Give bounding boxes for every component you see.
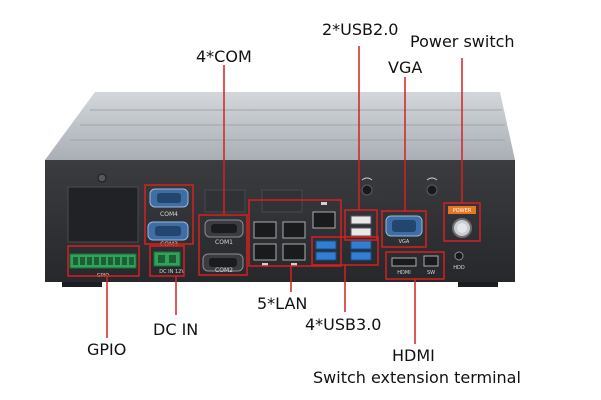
hdd-panel-text: HDD	[453, 265, 465, 271]
com4-port	[149, 188, 189, 208]
com1-port	[204, 219, 244, 238]
com-callout-box-1	[144, 184, 194, 245]
wifi-antenna-icon	[361, 177, 438, 196]
hdmi-panel-text: HDMI	[397, 270, 410, 276]
power-button-icon	[452, 218, 472, 238]
power-badge	[448, 206, 476, 214]
chassis-foot-left	[62, 282, 102, 287]
heatsink-fins	[70, 109, 505, 141]
gpio-terminal-block	[69, 253, 137, 269]
dc-in-label: DC IN	[153, 320, 199, 339]
com2-text: COM2	[215, 267, 233, 274]
network-icon	[262, 202, 327, 266]
lan-label: 5*LAN	[257, 294, 308, 313]
gpio-label: GPIO	[87, 340, 127, 359]
lan-callout-box	[248, 199, 342, 267]
lan-ports	[253, 211, 336, 261]
com1-text: COM1	[215, 239, 233, 246]
vga-label: VGA	[388, 58, 423, 77]
com-label: 4*COM	[196, 47, 252, 66]
power-switch-label: Power switch	[410, 32, 515, 51]
chassis-top-heatsink	[45, 92, 515, 160]
usb2-label: 2*USB2.0	[322, 20, 399, 39]
callout-markers	[67, 46, 481, 344]
hdd-led	[454, 251, 464, 261]
gpio-callout-box	[67, 245, 140, 277]
vga-panel-text: VGA	[399, 239, 410, 245]
blank-expansion-plate	[67, 186, 139, 243]
switch-extension-label: Switch extension terminal	[313, 368, 521, 387]
com-callout-box-2	[198, 214, 248, 276]
sw-panel-text: SW	[427, 270, 435, 276]
dc-in-terminal	[153, 251, 181, 267]
com3-port	[147, 221, 189, 241]
hdmi-label: HDMI	[392, 346, 435, 365]
vga-callout-box	[381, 210, 427, 248]
com4-text: COM4	[160, 211, 178, 218]
power-badge-text: POWER	[453, 208, 472, 214]
usb3-label: 4*USB3.0	[305, 315, 382, 334]
dcin-callout-box	[149, 245, 185, 277]
vga-port	[385, 215, 423, 237]
usb2-callout-box	[344, 209, 378, 241]
usb3-ports	[315, 240, 372, 261]
chassis-foot-right	[458, 282, 498, 287]
usb2-ports	[350, 215, 372, 237]
com2-port	[202, 253, 244, 272]
dc-in-panel-text: DC IN 12V	[159, 269, 185, 275]
blank-cutout-2	[261, 189, 303, 213]
sw-extension-port	[423, 255, 439, 267]
screw-icon	[97, 173, 107, 183]
blank-cutout-1	[204, 189, 246, 213]
hdmi-port	[391, 257, 417, 267]
